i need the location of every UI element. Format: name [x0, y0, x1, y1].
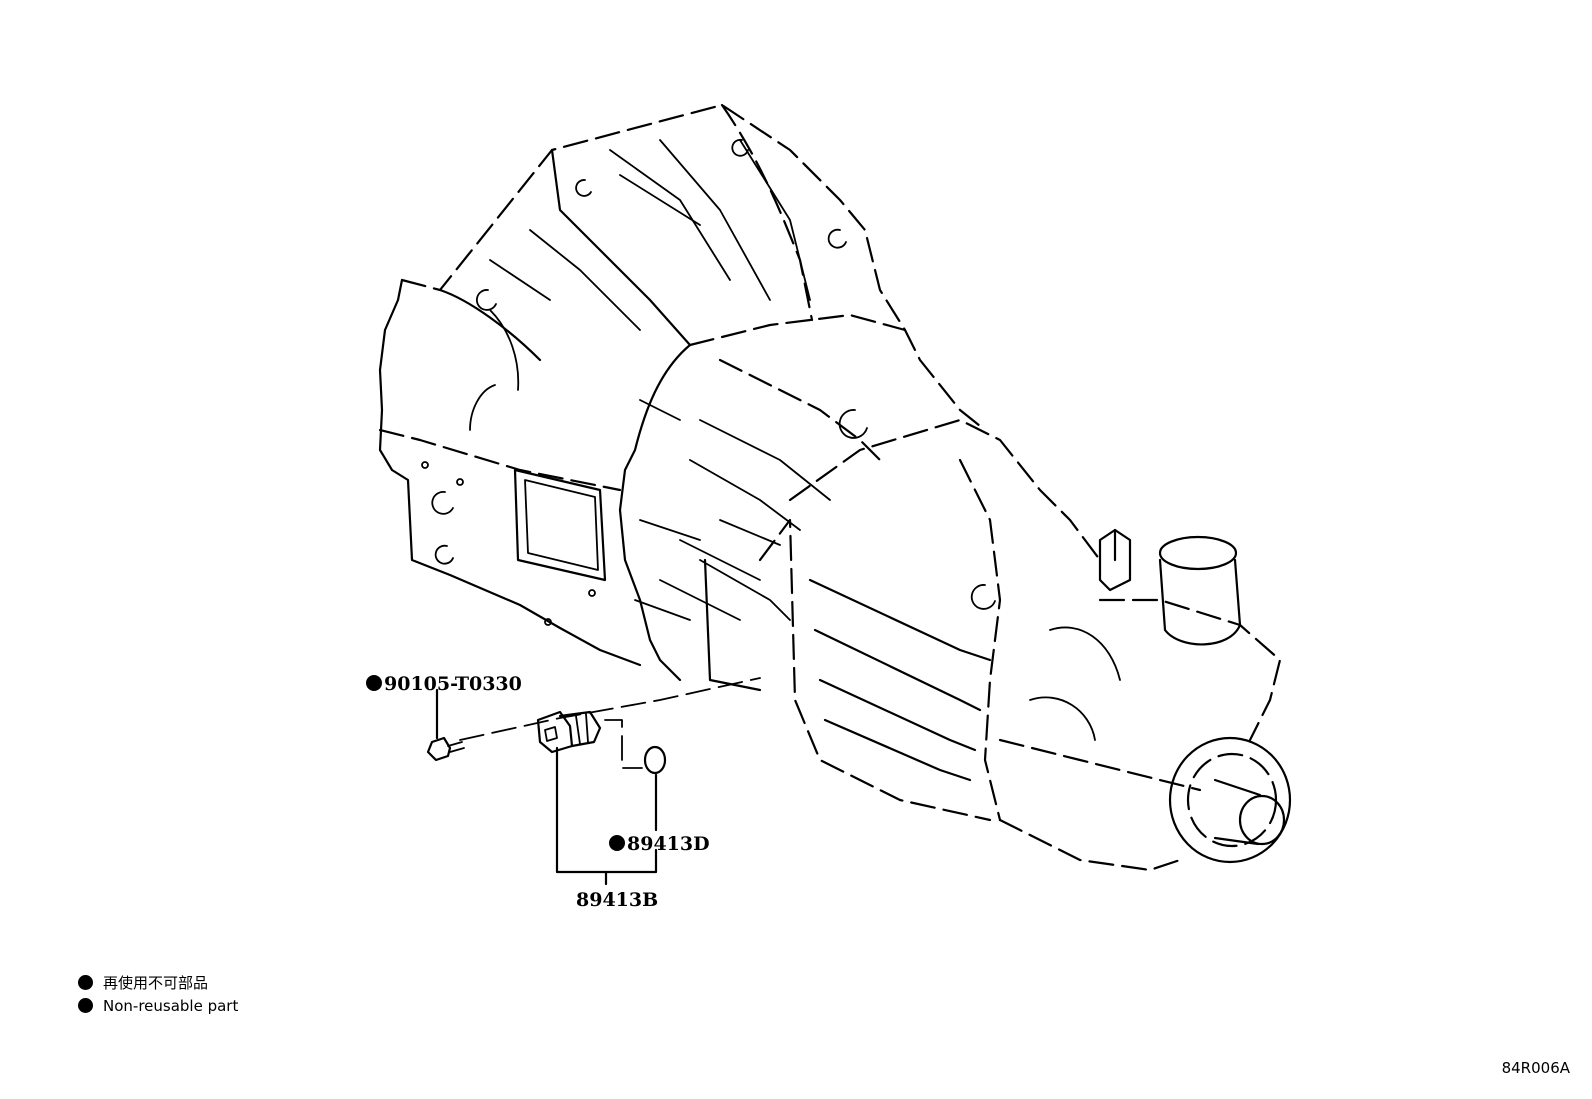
legend-row-en: Non-reusable part	[78, 997, 238, 1015]
speed-sensor-assembly	[426, 677, 761, 886]
drawing-id: 84R006A	[1501, 1059, 1570, 1077]
part-callout-sensor[interactable]: 89413B	[576, 889, 658, 911]
legend-text-ja: 再使用不可部品	[103, 974, 209, 992]
part-callout-gasket[interactable]: 89413D	[609, 833, 710, 855]
part-callout-bolt[interactable]: 90105-T0330	[366, 673, 522, 695]
non-reusable-marker-icon	[609, 835, 625, 851]
legend-row-ja: 再使用不可部品	[78, 972, 208, 993]
non-reusable-marker-icon	[366, 675, 382, 691]
bolt-icon	[426, 736, 465, 762]
part-number-sensor: 89413B	[576, 889, 658, 911]
legend-text-en: Non-reusable part	[103, 997, 239, 1015]
speed-sensor-icon	[536, 710, 602, 754]
non-reusable-marker-icon	[78, 975, 93, 990]
gasket-ring-icon	[604, 719, 667, 775]
part-number-gasket: 89413D	[627, 833, 710, 855]
non-reusable-marker-icon	[78, 998, 93, 1013]
transmission-illustration	[378, 103, 1292, 872]
part-number-bolt: 90105-T0330	[384, 673, 522, 695]
